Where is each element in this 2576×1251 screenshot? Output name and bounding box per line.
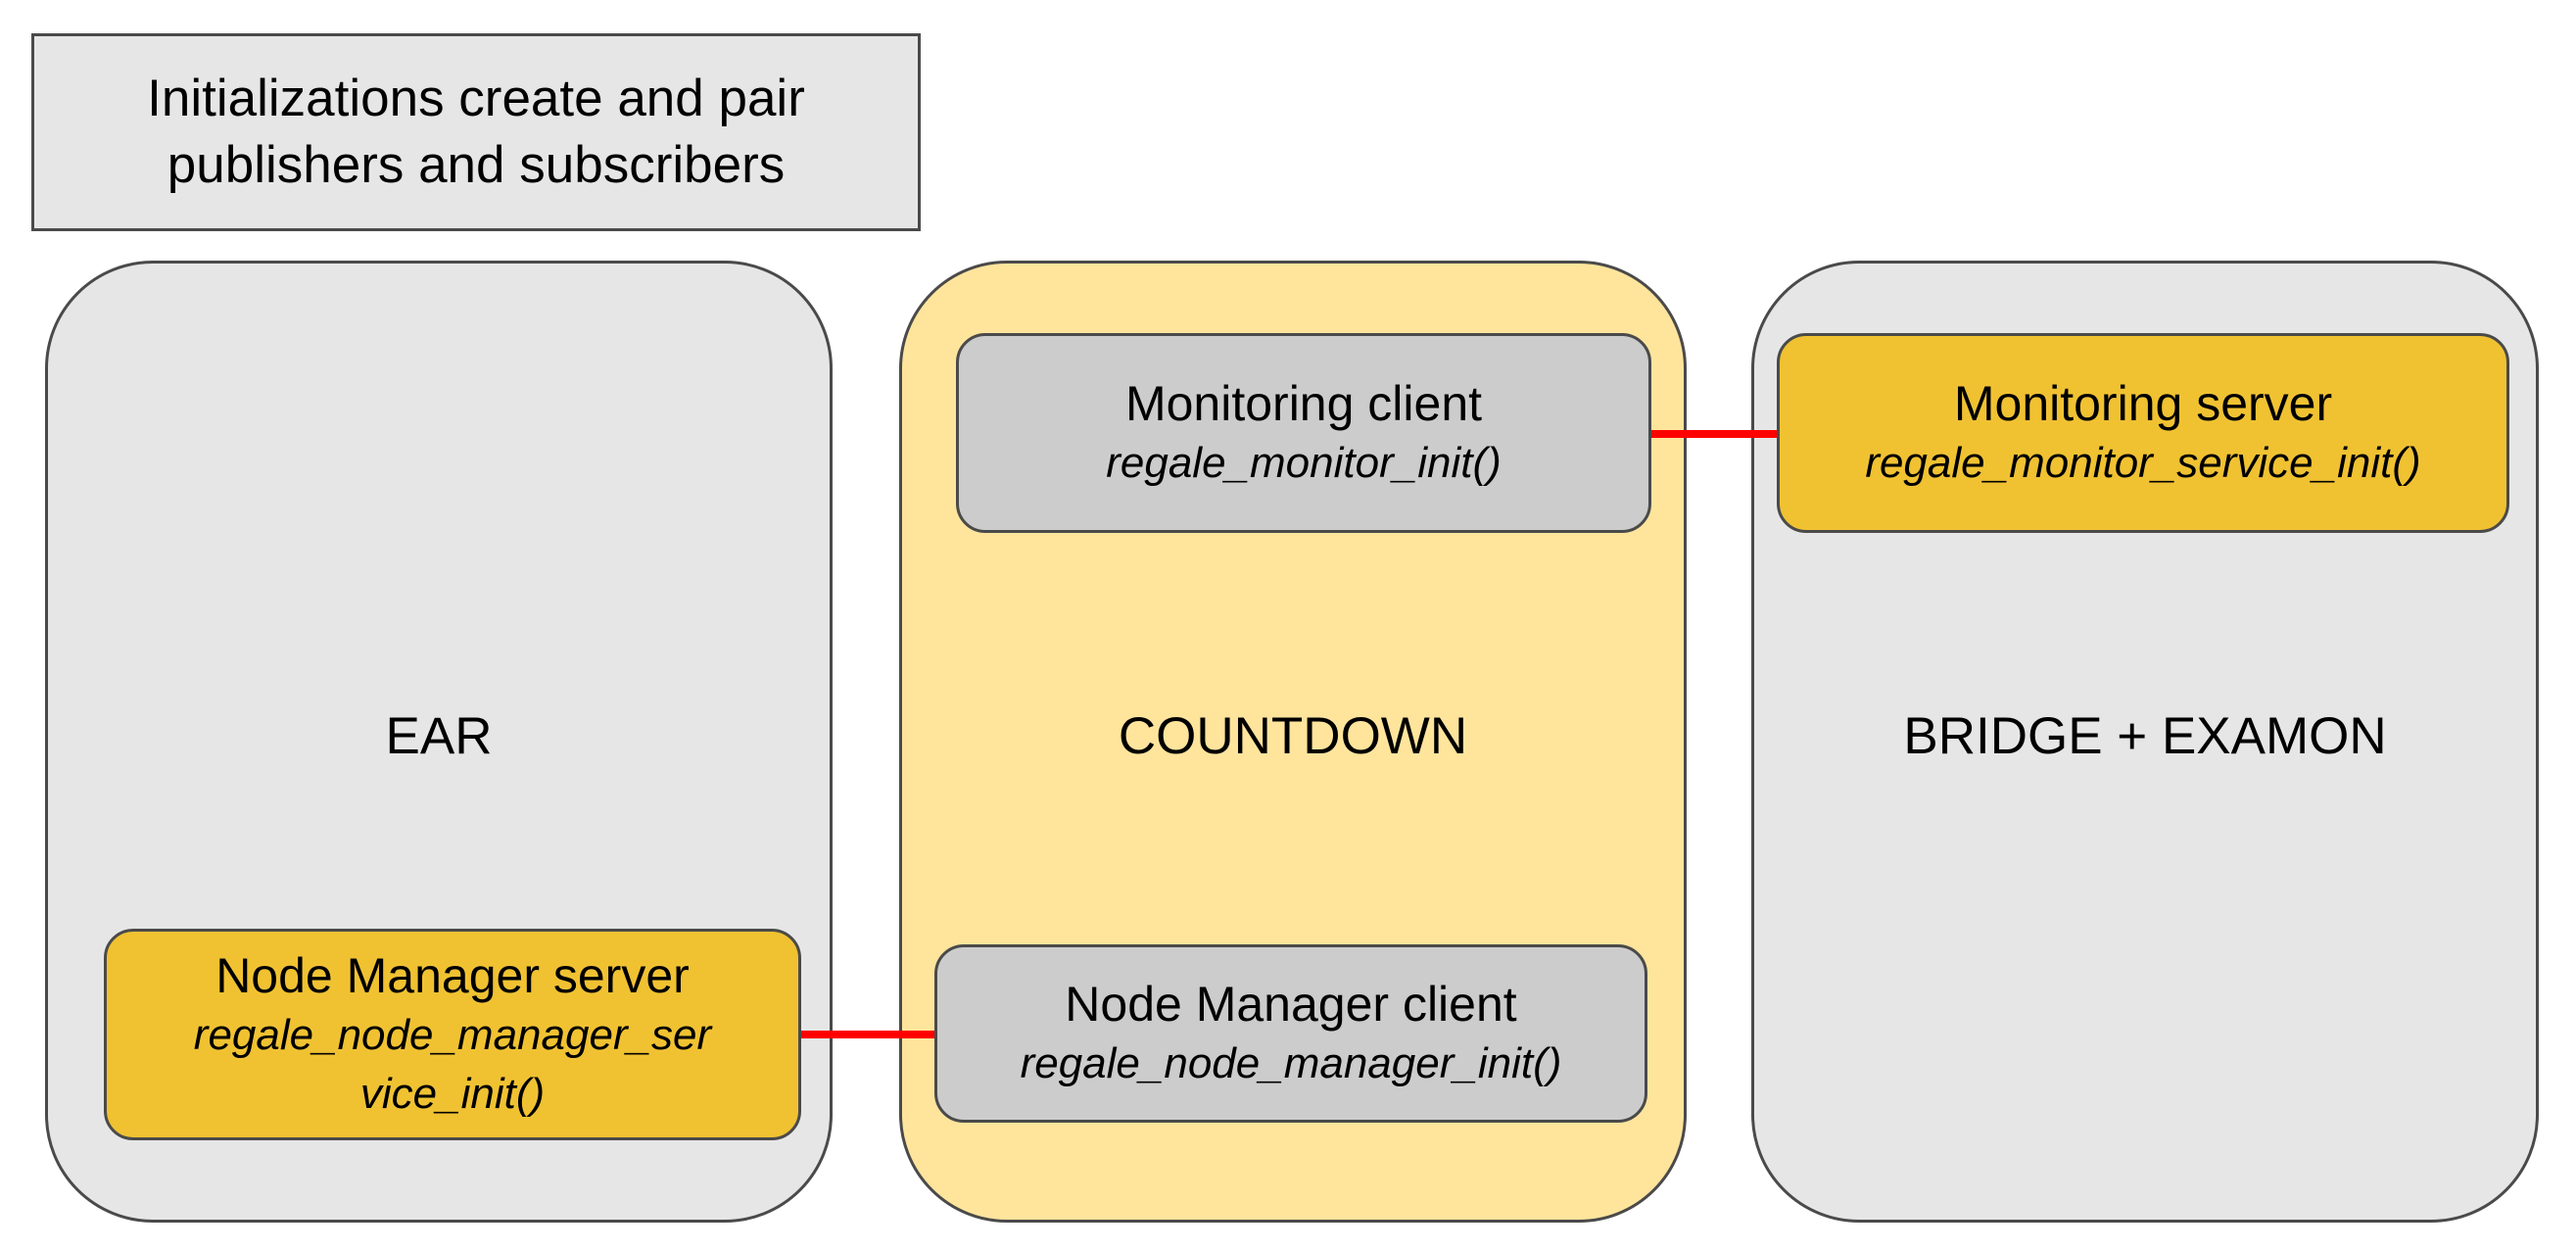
caption-box: Initializations create and pair publishe…	[31, 33, 921, 231]
caption-line-2: publishers and subscribers	[167, 136, 786, 194]
node-name: Node Manager client	[1065, 977, 1517, 1032]
node-name: Node Manager server	[215, 948, 690, 1003]
node-monitoring-client: Monitoring client regale_monitor_init()	[956, 333, 1651, 533]
caption-line-1: Initializations create and pair	[147, 70, 805, 127]
node-function: regale_node_manager_init()	[1020, 1039, 1562, 1087]
connector-monitoring	[1651, 430, 1779, 438]
container-label-countdown: COUNTDOWN	[1118, 707, 1468, 765]
node-name: Monitoring client	[1124, 376, 1483, 431]
node-name: Monitoring server	[1953, 376, 2333, 431]
node-function: regale_monitor_init()	[1106, 439, 1502, 487]
container-label-ear: EAR	[385, 707, 493, 765]
node-monitoring-server: Monitoring server regale_monitor_service…	[1777, 333, 2509, 533]
connector-node-manager	[799, 1031, 936, 1038]
node-node-manager-client: Node Manager client regale_node_manager_…	[934, 944, 1647, 1123]
container-label-bridge-examon: BRIDGE + EXAMON	[1903, 707, 2387, 765]
node-function-line-2: vice_init()	[359, 1070, 546, 1118]
node-function-line-1: regale_node_manager_ser	[193, 1011, 712, 1059]
node-function: regale_monitor_service_init()	[1865, 439, 2421, 487]
node-node-manager-server: Node Manager server regale_node_manager_…	[104, 929, 801, 1140]
